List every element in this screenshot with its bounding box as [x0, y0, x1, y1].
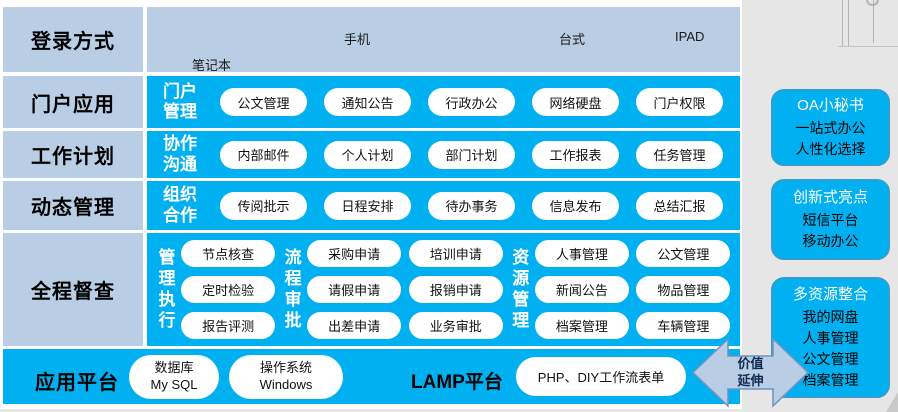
- side-box-title: 多资源整合: [792, 286, 868, 304]
- workplan-panel: 协作 沟通 内部邮件 个人计划 部门计划 工作报表 任务管理: [147, 131, 740, 178]
- row-label-workplan: 工作计划: [3, 131, 143, 178]
- value-extension-label: 价值 延伸: [737, 355, 764, 388]
- lamp-platform-label: LAMP平台: [411, 372, 503, 393]
- pill-reimburse-req: 报销申请: [408, 276, 503, 303]
- device-mobile-label: 手机: [344, 32, 371, 47]
- row-label-supervision: 全程督查: [3, 233, 143, 346]
- artifact-vline: [842, 0, 843, 46]
- pill-doc-mgmt2: 公文管理: [636, 240, 731, 267]
- device-ipad-label: IPAD: [675, 29, 705, 44]
- row-label-login: 登录方式: [3, 7, 143, 72]
- row-label-dynamic: 动态管理: [3, 181, 143, 230]
- pill-os-windows: 操作系统 Windows: [229, 355, 343, 399]
- pill-vehicle-mgmt: 车辆管理: [636, 312, 731, 339]
- side-box-title: OA小秘书: [797, 97, 864, 115]
- pill-doc-mgmt: 公文管理: [220, 88, 307, 116]
- side-box-line: 一站式办公: [795, 119, 866, 136]
- dynamic-panel: 组织 合作 传阅批示 日程安排 待办事务 信息发布 总结汇报: [147, 181, 740, 230]
- supervision-panel: 管理执行 节点核查 定时检验 报告评测 流程审批 采购申请 请假申请 出差申请 …: [147, 233, 740, 346]
- group-label-organization: 组织 合作: [163, 185, 197, 225]
- value-extension-arrow: 价值 延伸: [692, 337, 809, 408]
- pill-circulation: 传阅批示: [220, 191, 307, 220]
- dynamic-pill-strip: 传阅批示 日程安排 待办事务 信息发布 总结汇报: [203, 191, 740, 220]
- pill-admin-office: 行政办公: [428, 88, 515, 116]
- pill-task-mgmt: 任务管理: [636, 140, 723, 169]
- artifact-vline: [873, 0, 874, 43]
- supervision-col2: 采购申请 请假申请 出差申请: [307, 240, 402, 339]
- platform-panel: 应用平台 数据库 My SQL 操作系统 Windows LAMP平台 PHP、…: [3, 349, 740, 404]
- supervision-col4: 人事管理 新闻公告 档案管理: [534, 240, 629, 339]
- pill-node-check: 节点核查: [181, 240, 276, 267]
- pill-info-release: 信息发布: [532, 191, 619, 220]
- side-box-line: 我的网盘: [802, 308, 859, 325]
- pill-dept-plan: 部门计划: [428, 140, 515, 169]
- pill-network-disk: 网络硬盘: [532, 88, 619, 116]
- portal-pill-strip: 公文管理 通知公告 行政办公 网络硬盘 门户权限: [203, 88, 740, 116]
- vlabel-process-approval: 流程审批: [281, 247, 301, 332]
- side-box-line: 移动办公: [802, 232, 859, 249]
- double-arrow-icon: [692, 337, 809, 408]
- pill-hr-mgmt: 人事管理: [534, 240, 629, 267]
- pill-report-eval: 报告评测: [181, 312, 276, 339]
- row-label-portal: 门户应用: [3, 76, 143, 128]
- supervision-col5: 公文管理 物品管理 车辆管理: [636, 240, 731, 339]
- login-devices-panel: 笔记本 手机 台式 IPAD: [147, 7, 740, 73]
- row-label-platform: 应用平台: [35, 372, 119, 394]
- supervision-col1: 节点核查 定时检验 报告评测: [181, 240, 276, 339]
- artifact-handle-circle: [866, 0, 879, 6]
- supervision-col3: 培训申请 报销申请 业务审批: [408, 240, 503, 339]
- side-box-oa-secretary: OA小秘书 一站式办公 人性化选择: [771, 89, 890, 166]
- side-box-line: 人性化选择: [795, 140, 866, 157]
- pill-portal-rights: 门户权限: [636, 88, 723, 116]
- side-box-line: 档案管理: [802, 371, 859, 388]
- pill-summary: 总结汇报: [636, 191, 723, 220]
- pill-internal-mail: 内部邮件: [220, 140, 307, 169]
- pill-travel-req: 出差申请: [307, 312, 402, 339]
- pill-news-notice: 新闻公告: [534, 276, 629, 303]
- pill-archive-mgmt: 档案管理: [534, 312, 629, 339]
- pill-schedule: 日程安排: [324, 191, 411, 220]
- group-label-portal-mgmt: 门户 管理: [163, 81, 197, 121]
- pill-business-appr: 业务审批: [408, 312, 503, 339]
- group-label-collaboration: 协作 沟通: [163, 134, 197, 174]
- device-laptop-label: 笔记本: [192, 58, 232, 73]
- side-box-innovation: 创新式亮点 短信平台 移动办公: [771, 179, 890, 260]
- pill-purchase-req: 采购申请: [307, 240, 402, 267]
- pill-goods-mgmt: 物品管理: [636, 276, 731, 303]
- side-box-line: 人事管理: [802, 329, 859, 346]
- pill-todo: 待办事务: [428, 191, 515, 220]
- pill-work-report: 工作报表: [532, 140, 619, 169]
- pill-timed-check: 定时检验: [181, 276, 276, 303]
- artifact-hline: [838, 46, 898, 47]
- pill-notice: 通知公告: [324, 88, 411, 116]
- pill-training-req: 培训申请: [408, 240, 503, 267]
- side-box-multi-resource: 多资源整合 我的网盘 人事管理 公文管理 档案管理: [771, 277, 890, 398]
- artifact-vline: [848, 0, 849, 46]
- side-box-line: 公文管理: [802, 350, 859, 367]
- pill-leave-req: 请假申请: [307, 276, 402, 303]
- workplan-pill-strip: 内部邮件 个人计划 部门计划 工作报表 任务管理: [203, 140, 740, 169]
- corner-artifact: [886, 392, 898, 412]
- pill-database-mysql: 数据库 My SQL: [129, 355, 219, 399]
- pill-personal-plan: 个人计划: [324, 140, 411, 169]
- side-box-line: 短信平台: [802, 211, 859, 228]
- portal-panel: 门户 管理 公文管理 通知公告 行政办公 网络硬盘 门户权限: [147, 76, 740, 128]
- vlabel-resource-mgmt: 资源管理: [509, 247, 529, 332]
- vlabel-mgmt-execution: 管理执行: [155, 247, 175, 332]
- device-desktop-label: 台式: [559, 32, 586, 47]
- side-box-title: 创新式亮点: [792, 189, 868, 207]
- pill-php-diy-workflow: PHP、DIY工作流表单: [516, 357, 686, 396]
